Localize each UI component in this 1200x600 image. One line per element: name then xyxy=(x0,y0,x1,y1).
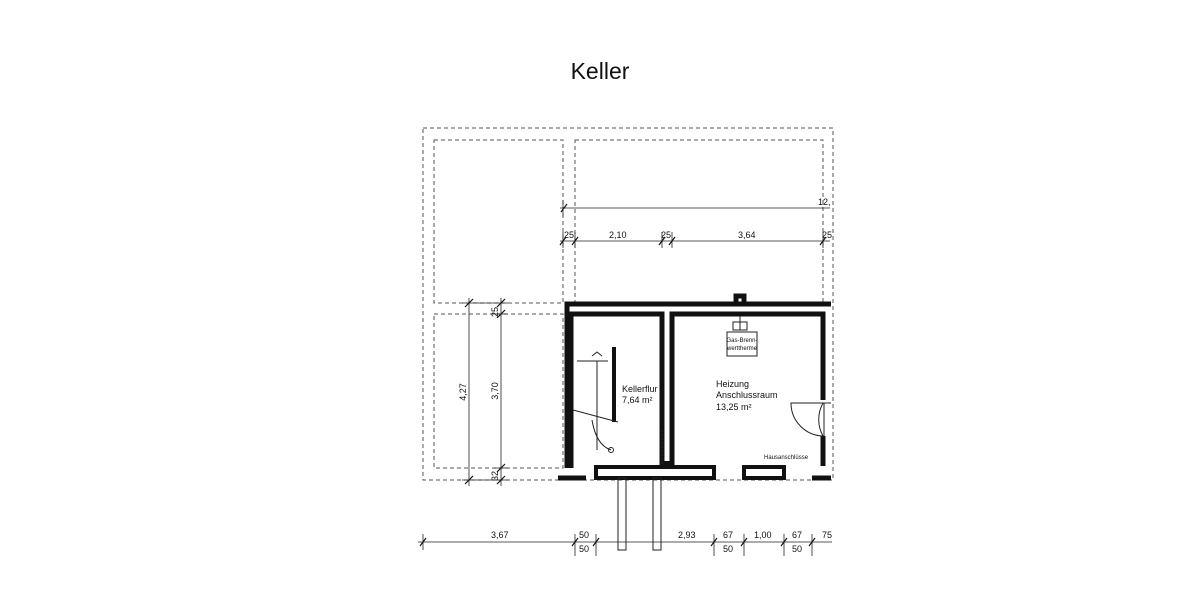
wall-stub xyxy=(662,461,673,468)
dim-bottom-2: 50 xyxy=(579,530,589,540)
dim-top-total: 12, xyxy=(818,197,831,207)
dim-left-3: 32 xyxy=(490,471,500,481)
door-leaf xyxy=(790,402,825,437)
dim-bottom-6: 67 xyxy=(792,530,802,540)
dim-bottom-4: 67 xyxy=(723,530,733,540)
room-heizung-name-2: Anschlussraum xyxy=(716,390,778,400)
dim-bottom-7: 75 xyxy=(822,530,832,540)
dim-left-outer: 4,27 xyxy=(458,383,468,401)
dim-left-1: 25 xyxy=(490,307,500,317)
dim-top-5: 25 xyxy=(822,230,832,240)
stair xyxy=(572,347,663,466)
dimension-bottom: 3,67 50 2,93 67 1,00 67 75 50 50 50 xyxy=(418,530,832,556)
dim-bottom-sub-1: 50 xyxy=(579,544,589,554)
dim-top-2: 2,10 xyxy=(609,230,627,240)
walls xyxy=(558,293,831,481)
door-swing xyxy=(818,402,831,437)
room-heizung-name-1: Heizung xyxy=(716,379,749,389)
dim-left-2: 3,70 xyxy=(490,382,500,400)
dim-bottom-5: 1,00 xyxy=(754,530,772,540)
room-kellerflur-area: 7,64 m² xyxy=(622,395,653,405)
dim-top-3: 25 xyxy=(661,230,671,240)
dim-bottom-1: 3,67 xyxy=(491,530,509,540)
dim-bottom-3: 2,93 xyxy=(678,530,696,540)
dimension-top: 12, 25 2,10 25 3,64 25 xyxy=(559,197,832,248)
room-heizung-area: 13,25 m² xyxy=(716,402,752,412)
dim-top-4: 3,64 xyxy=(738,230,756,240)
gas-label-line1: Gas-Brenn- xyxy=(726,338,757,344)
entrance-posts xyxy=(617,477,662,551)
hausanschluesse-label: Hausanschlüsse xyxy=(764,455,809,461)
gas-boiler: Gas-Brenn- werttherme xyxy=(726,316,758,357)
dim-bottom-sub-3: 50 xyxy=(792,544,802,554)
wall-segment-right xyxy=(742,465,786,480)
wall-segment-left xyxy=(594,465,716,480)
dim-top-1: 25 xyxy=(564,230,574,240)
dimension-left: 4,27 25 3,70 32 xyxy=(458,298,508,486)
dim-bottom-sub-2: 50 xyxy=(723,544,733,554)
room-kellerflur-name: Kellerflur xyxy=(622,384,658,394)
gas-label-line2: werttherme xyxy=(726,346,758,352)
plan-title: Keller xyxy=(570,58,630,84)
